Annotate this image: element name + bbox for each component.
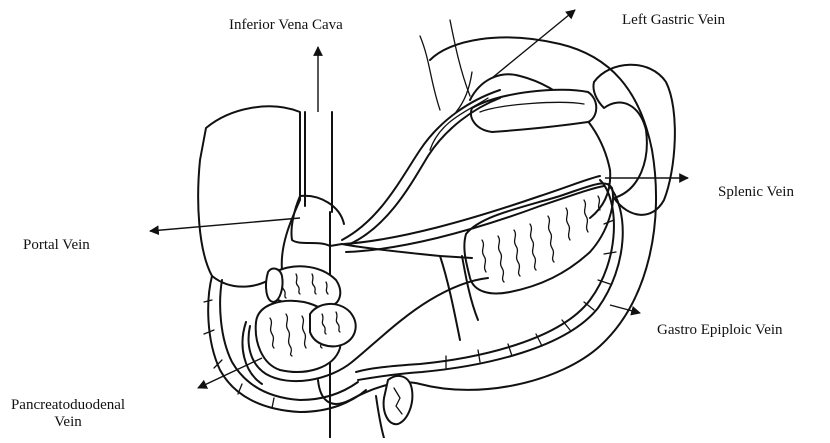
gastric-fold: [471, 90, 596, 132]
left-gastric-vein-label: Left Gastric Vein: [622, 12, 725, 29]
splenic-vein: [344, 176, 600, 244]
spleen: [593, 65, 674, 215]
small-lobule-left: [266, 269, 283, 302]
bowel-segment: [384, 376, 413, 424]
inferior-vena-cava-label: Inferior Vena Cava: [229, 17, 343, 34]
pancreaticoduodenal-loop-small: [310, 304, 356, 346]
superior-mesenteric-vein: [440, 256, 460, 340]
liver-outline: [198, 106, 300, 286]
pancreas-body: [464, 183, 613, 293]
pancreatoduodenal-vein-label-line1: Pancreatoduodenal: [2, 397, 134, 414]
pancreatoduodenal-vein-label-line2: Vein: [2, 414, 134, 431]
pancreatoduodenal-vein-label: Pancreatoduodenal Vein: [2, 397, 134, 432]
splenic-vein-label: Splenic Vein: [718, 184, 794, 201]
gastro-epiploic-vein-label: Gastro Epiploic Vein: [657, 322, 783, 339]
portal-vein-label: Portal Vein: [23, 237, 90, 254]
gastro-epiploic-vein: [356, 180, 614, 372]
